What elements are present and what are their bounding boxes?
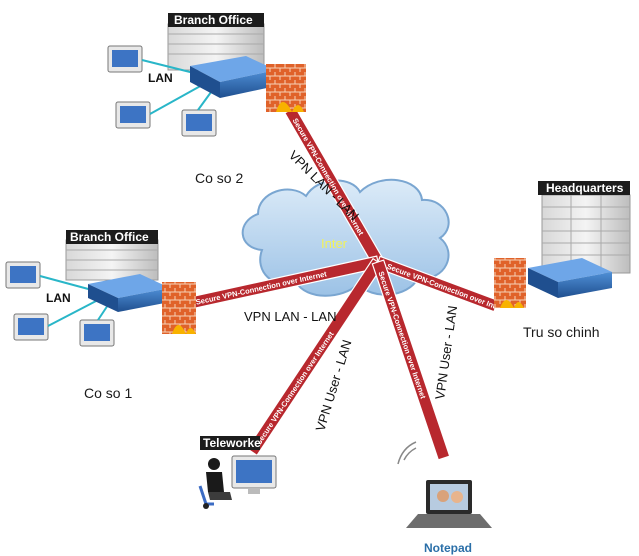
branch-left-header: Branch Office — [70, 230, 149, 244]
vpn-label-notepad: VPN User - LAN — [432, 305, 460, 401]
person-icon — [198, 458, 232, 509]
teleworker: Teleworke — [198, 436, 277, 509]
computer-icon — [13, 313, 49, 341]
computer-icon — [5, 261, 41, 289]
branch-top-lan-label: LAN — [148, 71, 173, 85]
notepad-caption: Notepad — [424, 541, 472, 555]
branch-top-header-bg — [168, 13, 264, 27]
branch-left-header-bg — [66, 230, 158, 244]
computer-icon — [231, 455, 277, 494]
router-icon — [88, 274, 170, 312]
computer-icon — [181, 109, 217, 137]
headquarters: Headquarters Tru so chinh — [494, 181, 631, 340]
router-icon — [190, 56, 276, 98]
branch-office-left: Branch Office LAN Co so 1 — [5, 230, 196, 401]
hq-header: Headquarters — [546, 181, 624, 195]
computer-icon — [115, 101, 151, 129]
cloud-label: Inter — [321, 236, 348, 251]
branch-left-lan-label: LAN — [46, 291, 71, 305]
branch-left-caption: Co so 1 — [84, 385, 132, 401]
teleworker-header-bg — [200, 436, 260, 450]
computer-icon — [79, 319, 115, 347]
branch-top-caption: Co so 2 — [195, 170, 243, 186]
notepad-laptop: Notepad — [397, 441, 492, 555]
firewall-icon — [494, 258, 526, 308]
vpn-label-left: VPN LAN - LAN — [244, 309, 336, 324]
router-icon — [528, 258, 612, 298]
hq-header-bg — [538, 181, 630, 195]
teleworker-header: Teleworke — [203, 436, 261, 450]
branch-top-header: Branch Office — [174, 13, 253, 27]
branch-office-top: Branch Office LAN Co so 2 — [107, 13, 306, 186]
computer-icon — [107, 45, 143, 73]
wifi-icon — [397, 441, 417, 465]
firewall-icon — [266, 64, 306, 112]
hq-caption: Tru so chinh — [523, 324, 600, 340]
firewall-icon — [162, 282, 196, 334]
